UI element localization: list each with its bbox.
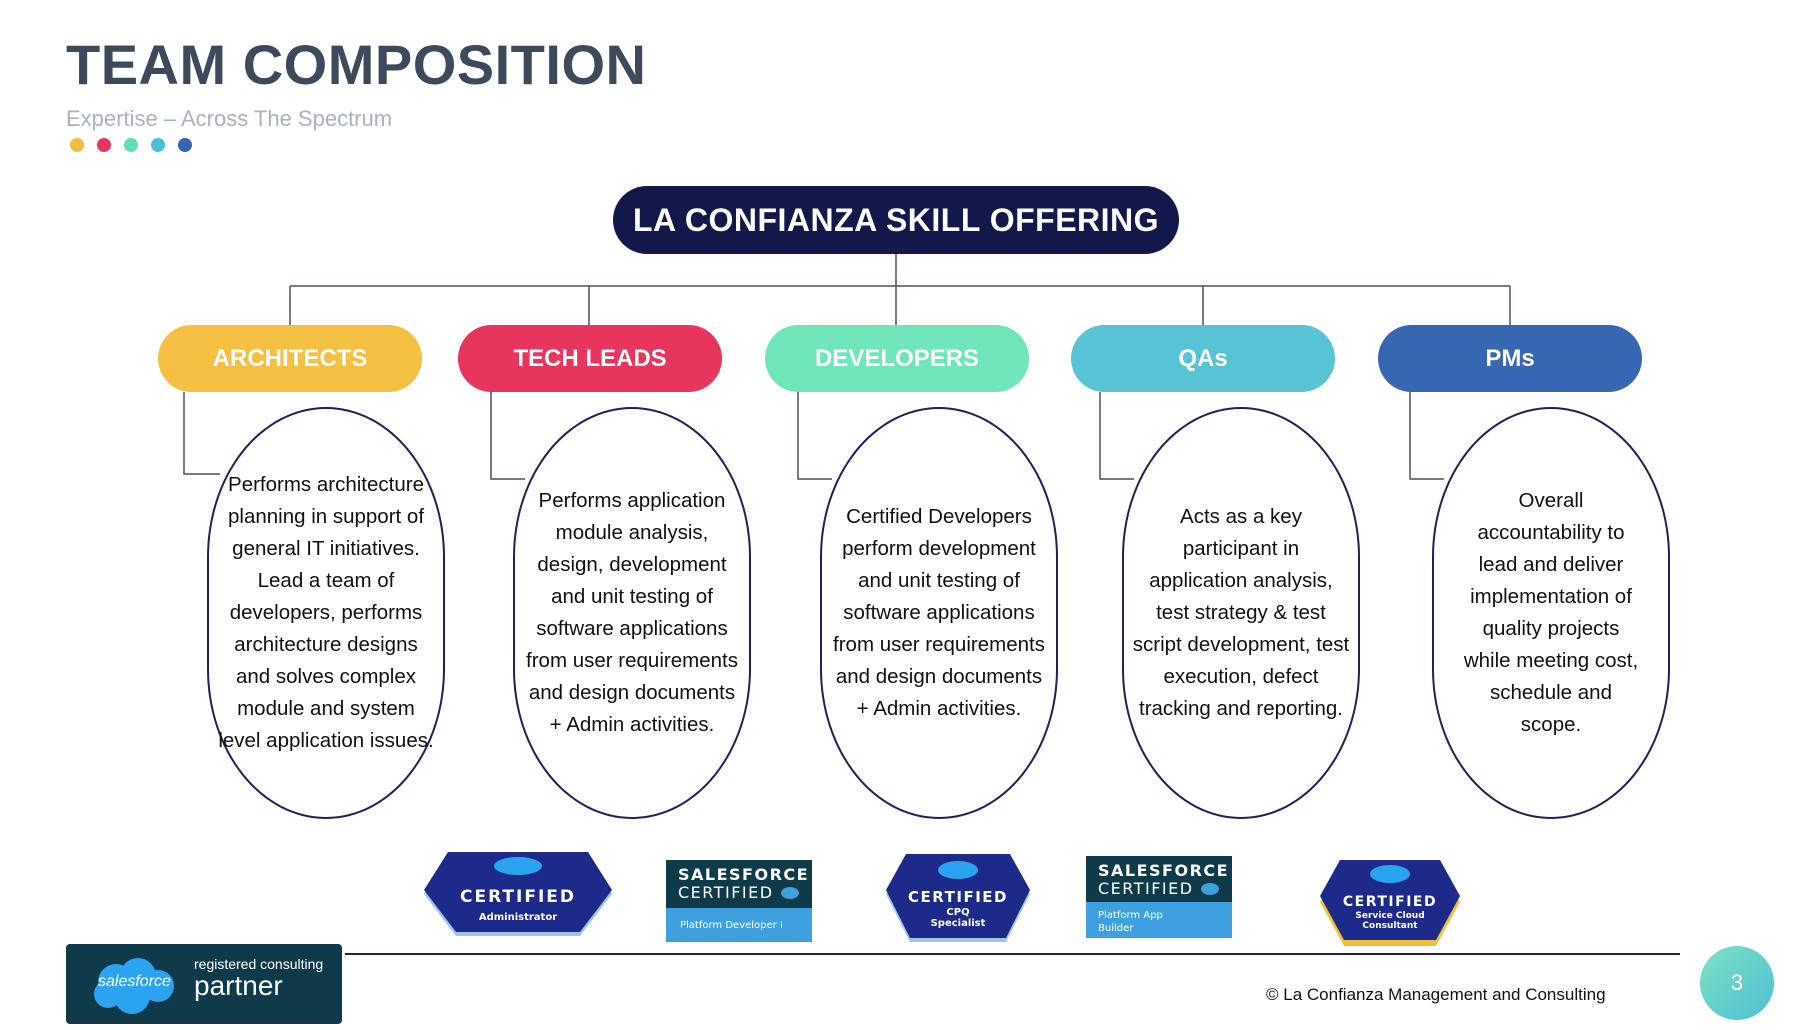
- role-description-pms: Overall accountability to lead and deliv…: [1432, 407, 1670, 819]
- role-description-developers: Certified Developers perform development…: [820, 407, 1058, 819]
- cloud-icon: [1201, 883, 1219, 895]
- cloud-icon: [1370, 865, 1410, 883]
- description-text: Performs application module analysis, de…: [526, 489, 738, 736]
- svg-text:CERTIFIED: CERTIFIED: [678, 883, 774, 902]
- role-pill-qas: QAs: [1071, 325, 1335, 392]
- salesforce-wordmark: salesforce: [98, 973, 171, 990]
- page-number: 3: [1700, 946, 1774, 1020]
- skill-offering-banner: LA CONFIANZA SKILL OFFERING: [613, 186, 1179, 254]
- svg-text:SALESFORCE: SALESFORCE: [678, 865, 809, 884]
- svg-text:CERTIFIED: CERTIFIED: [908, 888, 1008, 906]
- role-description-qas: Acts as a key participant in application…: [1122, 407, 1360, 819]
- svg-text:CERTIFIED: CERTIFIED: [1343, 894, 1437, 910]
- dot-3: [124, 138, 138, 152]
- svg-text:SALESFORCE: SALESFORCE: [1098, 861, 1229, 880]
- svg-text:CERTIFIED: CERTIFIED: [1098, 879, 1194, 898]
- partner-label-big: partner: [194, 970, 283, 1001]
- role-description-architects: Performs architecture planning in suppor…: [207, 407, 445, 819]
- svg-text:CPQ: CPQ: [946, 907, 969, 918]
- svg-text:CERTIFIED: CERTIFIED: [460, 887, 576, 907]
- description-text: Acts as a key participant in application…: [1132, 505, 1350, 720]
- salesforce-cloud-icon: [94, 958, 174, 1014]
- role-description-tech-leads: Performs application module analysis, de…: [513, 407, 751, 819]
- cloud-icon: [938, 861, 978, 879]
- role-pill-pms: PMs: [1378, 325, 1642, 392]
- svg-text:Administrator: Administrator: [479, 912, 557, 923]
- svg-text:Platform App: Platform App: [1098, 910, 1163, 921]
- badge-certified-administrator: CERTIFIED Administrator: [424, 852, 612, 936]
- page-subtitle: Expertise – Across The Spectrum: [66, 106, 393, 131]
- svg-text:Service Cloud: Service Cloud: [1355, 911, 1424, 921]
- description-text: Overall accountability to lead and deliv…: [1463, 489, 1639, 736]
- svg-text:Builder: Builder: [1098, 923, 1134, 934]
- svg-text:Specialist: Specialist: [931, 918, 986, 929]
- role-pill-developers: DEVELOPERS: [765, 325, 1029, 392]
- cloud-icon: [494, 857, 542, 875]
- dot-1: [70, 138, 84, 152]
- dot-4: [151, 138, 165, 152]
- badge-certified-service-cloud-consultant: CERTIFIED Service Cloud Consultant: [1320, 860, 1460, 946]
- cloud-icon: [781, 887, 799, 899]
- svg-text:Consultant: Consultant: [1362, 921, 1418, 931]
- dot-5: [178, 138, 192, 152]
- badge-platform-developer: SALESFORCE CERTIFIED Platform Developer …: [666, 860, 812, 942]
- description-text: Certified Developers perform development…: [833, 505, 1045, 720]
- badge-certified-cpq-specialist: CERTIFIED CPQ Specialist: [886, 854, 1030, 942]
- badge-platform-app-builder: SALESFORCE CERTIFIED Platform App Builde…: [1086, 856, 1232, 938]
- description-text: Performs architecture planning in suppor…: [218, 473, 434, 752]
- page-title: TEAM COMPOSITION: [66, 33, 647, 96]
- copyright-text: © La Confianza Management and Consulting: [1266, 985, 1606, 1004]
- partner-label-small: registered consulting: [194, 956, 324, 972]
- role-pill-tech-leads: TECH LEADS: [458, 325, 722, 392]
- svg-text:Platform Developer I: Platform Developer I: [680, 920, 783, 931]
- dot-2: [97, 138, 111, 152]
- role-pill-architects: ARCHITECTS: [158, 325, 422, 392]
